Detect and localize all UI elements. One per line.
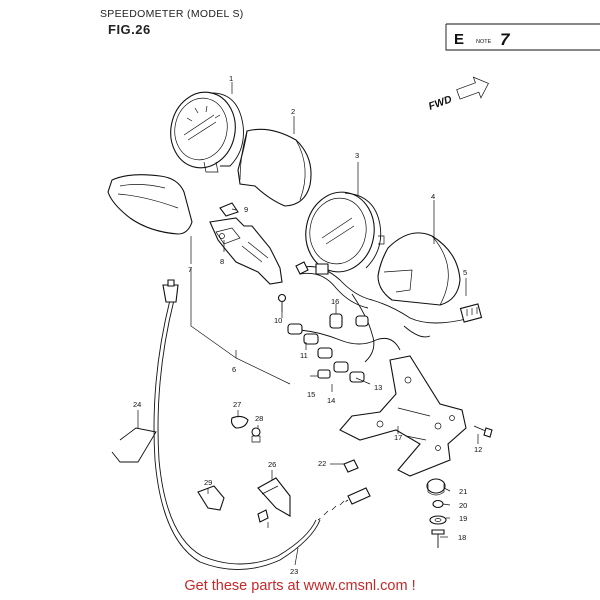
cable-clamp-26[interactable] — [257, 477, 291, 517]
callout-4: 4 — [431, 192, 435, 201]
callout-17: 17 — [394, 433, 402, 442]
screw-10[interactable] — [277, 293, 287, 313]
callout-2: 2 — [291, 107, 295, 116]
callout-21: 21 — [459, 487, 467, 496]
callout-24: 24 — [133, 400, 141, 409]
footer-link-text[interactable]: Get these parts at www.cmsnl.com ! — [184, 578, 416, 594]
callout-29: 29 — [204, 478, 212, 487]
region-code-box: E NOTE 7 — [445, 23, 600, 51]
svg-text:NOTE: NOTE — [476, 39, 492, 45]
meter-visor[interactable] — [107, 174, 193, 235]
region-code-label: E — [454, 31, 464, 48]
page-title: SPEEDOMETER (MODEL S) — [100, 8, 244, 20]
callout-23: 23 — [290, 567, 298, 576]
wiring-harness[interactable] — [295, 261, 483, 363]
meter-bracket[interactable] — [209, 217, 283, 285]
speedometer-unit[interactable] — [164, 86, 244, 174]
clip-part[interactable] — [219, 202, 239, 217]
callout-19: 19 — [459, 514, 467, 523]
callout-labels: 1 2 3 4 5 6 7 8 9 10 11 12 13 14 15 16 1… — [133, 74, 482, 576]
bulb-sockets[interactable] — [287, 313, 369, 383]
callout-8: 8 — [220, 257, 224, 266]
callout-22: 22 — [318, 459, 326, 468]
bolt-12[interactable] — [473, 425, 493, 438]
speedometer-cable[interactable] — [153, 279, 371, 570]
tachometer-cover[interactable] — [377, 232, 461, 306]
footer-link[interactable]: Get these parts at www.cmsnl.com ! — [0, 578, 600, 594]
callout-14: 14 — [327, 396, 335, 405]
cable-guide-24[interactable] — [111, 427, 157, 463]
callout-6: 6 — [232, 365, 236, 374]
callout-18: 18 — [458, 533, 466, 542]
callout-5: 5 — [463, 268, 467, 277]
main-mount-bracket[interactable] — [339, 355, 467, 477]
callout-27: 27 — [233, 400, 241, 409]
screw-28[interactable] — [251, 427, 261, 443]
callout-3: 3 — [355, 151, 359, 160]
tachometer-unit[interactable] — [300, 187, 385, 278]
callout-28: 28 — [255, 414, 263, 423]
callout-12: 12 — [474, 445, 482, 454]
callout-15: 15 — [307, 390, 315, 399]
figure-number: FIG.26 — [108, 22, 151, 37]
callout-11: 11 — [300, 351, 308, 360]
grommet-stack[interactable] — [343, 459, 447, 548]
callout-9: 9 — [244, 205, 248, 214]
clamp-27[interactable] — [230, 415, 249, 429]
callout-26: 26 — [268, 460, 276, 469]
callout-13: 13 — [374, 383, 382, 392]
callout-16: 16 — [331, 297, 339, 306]
callout-1: 1 — [229, 74, 233, 83]
callout-20: 20 — [459, 501, 467, 510]
clamp-29[interactable] — [197, 485, 269, 523]
forward-direction-arrow: FWD — [427, 76, 489, 113]
leader-lines — [137, 82, 479, 566]
svg-text:7: 7 — [500, 30, 511, 49]
speedometer-cover[interactable] — [237, 128, 312, 207]
forward-label: FWD — [427, 93, 454, 113]
callout-7: 7 — [188, 265, 192, 274]
callout-10: 10 — [274, 316, 282, 325]
